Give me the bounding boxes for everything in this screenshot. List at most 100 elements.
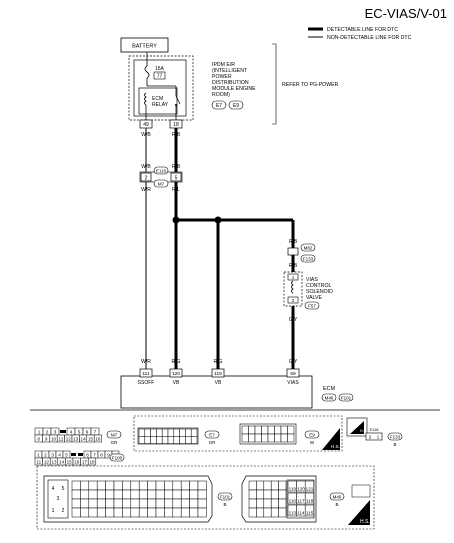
- ipdm-ref-e9: [228, 100, 244, 110]
- vias-label-3: SOLENOID: [306, 289, 333, 295]
- connector-pin: [150, 436, 157, 444]
- svg-text:VB: VB: [173, 380, 180, 386]
- connector-pin: [173, 436, 180, 444]
- svg-text:13: 13: [51, 459, 57, 464]
- svg-text:B: B: [335, 502, 338, 507]
- ecm-pin-119: 119 VB: [211, 368, 225, 386]
- ipdm-desc-5: MODULE ENGINE: [212, 86, 256, 92]
- connector-pin: [122, 489, 132, 500]
- connector-pin: [197, 489, 207, 500]
- connector-pin: [278, 489, 287, 500]
- connector-pin: [274, 433, 282, 443]
- connector-pin: [172, 489, 182, 500]
- svg-text:M7: M7: [111, 433, 118, 438]
- connector-pin: [161, 436, 169, 444]
- connector-pin: [138, 507, 148, 518]
- connector-pin: 9: [42, 434, 51, 443]
- connector-pin: [241, 433, 249, 443]
- connector-pin: [156, 428, 163, 437]
- connector-pin: [179, 436, 186, 444]
- svg-text:7: 7: [94, 429, 97, 434]
- vias-pin-1-label: 1: [292, 275, 295, 280]
- connector-pin: [105, 480, 115, 491]
- connector-pin: [96, 498, 106, 509]
- connector-pin: [189, 480, 199, 491]
- connector-pin: 11: [56, 434, 65, 443]
- svg-text:2: 2: [62, 508, 65, 514]
- vias-pin-1: [287, 273, 299, 281]
- svg-text:1: 1: [37, 452, 40, 457]
- svg-text:15: 15: [67, 459, 73, 464]
- connector-pin: 16: [72, 457, 81, 466]
- connector-pin: [263, 507, 272, 518]
- svg-text:6: 6: [86, 452, 89, 457]
- connector-pin: [155, 489, 165, 500]
- svg-text:111: 111: [142, 371, 150, 377]
- connector-pin: [280, 425, 288, 435]
- svg-text:7: 7: [93, 452, 96, 457]
- battery-label: BATTERY: [132, 44, 157, 50]
- svg-text:3: 3: [54, 429, 57, 434]
- wire-color-valve-lower: R/B: [289, 263, 298, 269]
- fuse-number-box: [153, 71, 166, 80]
- connector-key: [71, 453, 76, 456]
- ipdm-frame: [128, 55, 194, 121]
- svg-text:VB: VB: [215, 380, 222, 386]
- connector-pin: [278, 480, 287, 491]
- connector-pin: 114: [296, 504, 306, 517]
- connector-pin: [155, 480, 165, 491]
- refer-bracket: [272, 43, 277, 125]
- connector-pin: [167, 436, 175, 444]
- connector-pin: [71, 480, 81, 491]
- svg-text:18: 18: [89, 459, 95, 464]
- connector-pin: [105, 489, 115, 500]
- legend-detectable-label: DETECTABLE LINE FOR DTC: [327, 27, 398, 33]
- svg-text:119: 119: [214, 371, 222, 377]
- connector-pin: 12: [64, 434, 73, 443]
- connector-pin: [122, 507, 132, 518]
- connector-pin: [180, 498, 190, 509]
- svg-text:GR: GR: [111, 440, 119, 445]
- svg-text:118: 118: [306, 498, 314, 503]
- connector-pin: [287, 425, 295, 435]
- connector-pin: [71, 489, 81, 500]
- connector-pin: [248, 489, 257, 500]
- page-title: EC-VIAS/V-01: [365, 6, 447, 21]
- svg-text:E9: E9: [309, 433, 315, 438]
- legend-non-detectable-label: NON-DETECTABLE LINE FOR DTC: [327, 35, 412, 41]
- svg-text:116: 116: [289, 498, 297, 503]
- wire-color-ecm-119: R/G: [214, 359, 223, 365]
- ecm-ref-f101-label: F101: [341, 396, 352, 401]
- svg-text:11: 11: [36, 459, 41, 464]
- svg-text:F133: F133: [390, 435, 401, 440]
- hs-badge-e9: [322, 428, 340, 450]
- svg-text:5: 5: [78, 429, 81, 434]
- svg-text:115: 115: [306, 510, 314, 515]
- splice-node-1: [172, 216, 180, 224]
- connector-pin: [189, 489, 199, 500]
- vias-pin-2: [287, 296, 299, 304]
- svg-text:VIAS: VIAS: [287, 380, 299, 386]
- svg-text:H.S.: H.S.: [360, 519, 370, 525]
- connector-pin: [138, 489, 148, 500]
- connector-pin: [287, 433, 295, 443]
- connector-pin: [105, 507, 115, 518]
- connector-pin: [270, 498, 279, 509]
- connector-pin: [278, 507, 287, 518]
- svg-text:8: 8: [37, 436, 40, 441]
- svg-text:121: 121: [306, 486, 314, 491]
- connector-pin: 18: [87, 457, 97, 466]
- svg-text:17: 17: [82, 459, 88, 464]
- connector-pin: [180, 507, 190, 518]
- connector-pin: [122, 498, 132, 509]
- connector-pin: [113, 480, 123, 491]
- ecm-ref-f101: [338, 393, 354, 402]
- connector-pin: [130, 498, 140, 509]
- svg-text:16: 16: [95, 436, 101, 441]
- connector-pin: 117: [296, 492, 306, 505]
- svg-text:119: 119: [289, 486, 297, 491]
- svg-text:M46: M46: [333, 495, 342, 500]
- svg-text:16: 16: [74, 459, 80, 464]
